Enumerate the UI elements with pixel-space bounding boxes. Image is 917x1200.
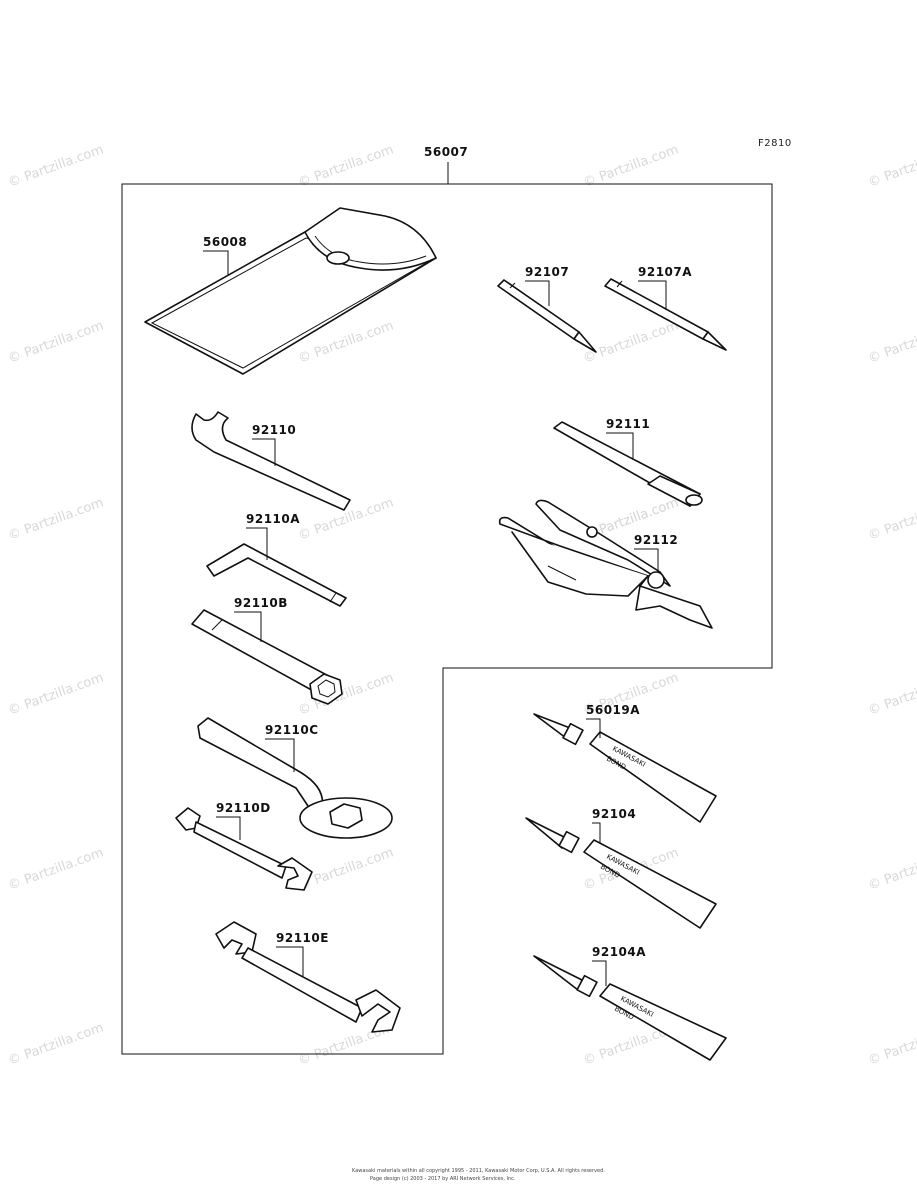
part-label-56007[interactable]: 56007 <box>424 145 468 159</box>
watermark: © Partzilla.com <box>6 318 105 366</box>
part-label-92104A[interactable]: 92104A <box>592 945 646 959</box>
part-92110B-box-wrench[interactable] <box>191 609 343 705</box>
part-label-92110C[interactable]: 92110C <box>265 723 319 737</box>
watermark: © Partzilla.com <box>866 1020 917 1068</box>
part-label-56019A[interactable]: 56019A <box>586 703 640 717</box>
leader-line <box>265 738 295 772</box>
part-92107A-screwdriver[interactable] <box>604 278 727 351</box>
part-92110-hook-wrench[interactable] <box>191 411 351 511</box>
leader-line <box>252 438 276 466</box>
watermark: © Partzilla.com <box>6 142 105 190</box>
part-56019A-bond-tube[interactable]: KAWASAKI BOND <box>533 713 717 823</box>
part-label-92107A[interactable]: 92107A <box>638 265 692 279</box>
leader-line <box>586 718 601 738</box>
part-92110A-hex-key[interactable] <box>206 543 347 607</box>
footer-design: Page design (c) 2003 - 2017 by ARI Netwo… <box>370 1176 516 1182</box>
watermark: © Partzilla.com <box>866 142 917 190</box>
watermark: © Partzilla.com <box>296 142 395 190</box>
part-label-92110A[interactable]: 92110A <box>246 512 300 526</box>
leader-line <box>216 816 241 840</box>
leader-line <box>592 822 601 844</box>
watermark: © Partzilla.com <box>6 495 105 543</box>
watermark: © Partzilla.com <box>581 142 680 190</box>
part-label-92110B[interactable]: 92110B <box>234 596 288 610</box>
part-92111-handle[interactable] <box>553 421 703 507</box>
part-label-92111[interactable]: 92111 <box>606 417 650 431</box>
part-label-92107[interactable]: 92107 <box>525 265 569 279</box>
part-56008-tool-pouch[interactable] <box>144 207 437 375</box>
leader-line <box>203 250 229 276</box>
leader-line <box>276 946 304 976</box>
part-label-56008[interactable]: 56008 <box>203 235 247 249</box>
part-92110E-spanner[interactable] <box>215 921 401 1033</box>
part-92110C-ring-spanner[interactable] <box>197 717 393 839</box>
watermark: © Partzilla.com <box>296 845 395 893</box>
leader-line <box>606 432 634 460</box>
part-label-92110[interactable]: 92110 <box>252 423 296 437</box>
part-92107-screwdriver[interactable] <box>497 279 597 353</box>
leader-line <box>525 280 550 306</box>
watermark: © Partzilla.com <box>581 318 680 366</box>
watermark: © Partzilla.com <box>6 1020 105 1068</box>
watermark: © Partzilla.com <box>866 845 917 893</box>
part-label-92110D[interactable]: 92110D <box>216 801 271 815</box>
leader-line <box>234 611 262 642</box>
part-label-92112[interactable]: 92112 <box>634 533 678 547</box>
tool-kit-frame <box>121 183 773 1055</box>
part-92104-bond-tube[interactable]: KAWASAKI BOND <box>525 817 717 929</box>
watermark-layer: © Partzilla.com © Partzilla.com © Partzi… <box>6 142 917 1068</box>
watermark: © Partzilla.com <box>866 495 917 543</box>
leader-line <box>592 960 607 986</box>
leader-line <box>638 280 667 310</box>
watermark: © Partzilla.com <box>866 670 917 718</box>
figure-code: F2810 <box>758 138 792 149</box>
footer-copyright: Kawasaki materials within all copyright … <box>352 1168 605 1174</box>
part-92112-pliers[interactable] <box>498 499 713 629</box>
watermark: © Partzilla.com <box>6 670 105 718</box>
leader-line <box>246 527 268 560</box>
part-label-92110E[interactable]: 92110E <box>276 931 329 945</box>
watermark: © Partzilla.com <box>866 318 917 366</box>
part-92110D-spanner[interactable] <box>175 807 313 891</box>
watermark: © Partzilla.com <box>6 845 105 893</box>
leader-line <box>634 548 659 572</box>
part-label-92104[interactable]: 92104 <box>592 807 636 821</box>
